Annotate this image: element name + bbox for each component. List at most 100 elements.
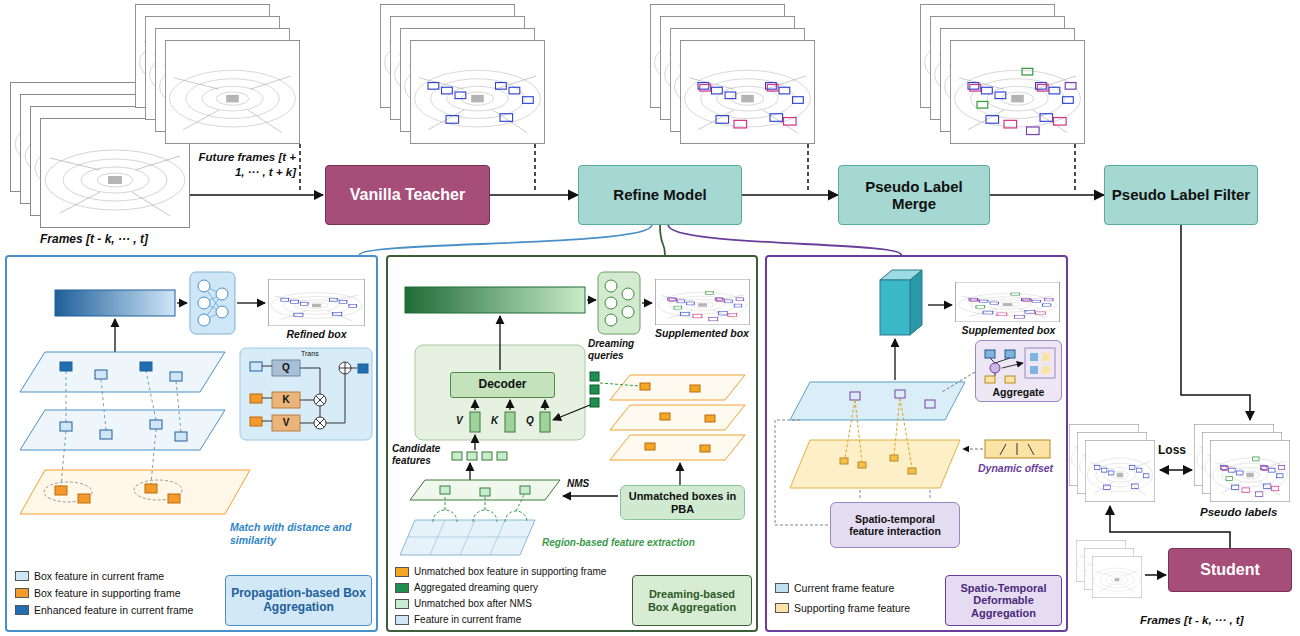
decor-shape bbox=[470, 412, 480, 432]
decor-shape bbox=[850, 390, 935, 408]
input-caption: Future frames [t + 1, ··· , t + k] bbox=[196, 150, 296, 180]
decor-shape bbox=[985, 440, 1050, 458]
decor-shape bbox=[55, 290, 175, 316]
decor-shape bbox=[262, 366, 272, 367]
future-frames-stack bbox=[135, 4, 299, 143]
teacher-output-stack bbox=[380, 4, 544, 143]
module-panel: Spatio-Temporal Deformable AggregationAg… bbox=[765, 255, 1068, 632]
decor-shape bbox=[408, 537, 528, 538]
decor-shape bbox=[925, 400, 935, 408]
legend-row: Enhanced feature in current frame bbox=[15, 604, 193, 616]
decor-shape bbox=[642, 302, 652, 303]
decor-shape bbox=[101, 379, 106, 430]
decor-shape bbox=[858, 462, 866, 468]
decor-shape bbox=[316, 396, 324, 404]
node-label: Vanilla Teacher bbox=[350, 186, 465, 204]
decor-shape bbox=[985, 350, 995, 358]
output-caption: Supplemented box bbox=[955, 324, 1062, 337]
decor-shape bbox=[240, 348, 372, 440]
legend-text: Feature in current frame bbox=[414, 614, 521, 625]
decor-shape bbox=[440, 486, 450, 494]
stda-illustration bbox=[775, 270, 1062, 525]
decor-shape bbox=[469, 463, 470, 480]
node-label: Unmatched boxes in PBA bbox=[627, 490, 738, 515]
decor-shape bbox=[198, 280, 210, 292]
attention-label: K bbox=[491, 415, 503, 427]
connector bbox=[359, 225, 651, 255]
decor-shape bbox=[845, 398, 912, 468]
decor-shape bbox=[534, 144, 536, 193]
decor-shape bbox=[433, 510, 457, 522]
attention-label: Q bbox=[526, 415, 538, 427]
decor-shape bbox=[314, 394, 326, 406]
decor-shape bbox=[700, 445, 710, 452]
decor-shape bbox=[1017, 443, 1018, 455]
decor-shape bbox=[490, 520, 505, 555]
decor-shape bbox=[66, 371, 67, 422]
decor-shape bbox=[440, 486, 530, 496]
decor-shape bbox=[145, 484, 157, 493]
node-label: Spatio-temporal feature interaction bbox=[837, 513, 953, 537]
decor-shape bbox=[61, 431, 66, 486]
pseudo-label-stack bbox=[1194, 424, 1289, 501]
decor-shape bbox=[1025, 348, 1055, 378]
decor-shape bbox=[985, 376, 995, 383]
attention-label: V bbox=[272, 415, 300, 431]
decor-shape bbox=[807, 144, 809, 193]
decor-shape bbox=[1160, 469, 1192, 471]
decor-shape bbox=[605, 280, 634, 326]
decor-shape bbox=[474, 400, 475, 410]
decor-shape bbox=[467, 452, 477, 460]
decor-shape bbox=[955, 282, 1059, 322]
decor-shape bbox=[900, 398, 912, 468]
dba-illustration bbox=[400, 272, 750, 555]
decor-shape bbox=[237, 302, 265, 303]
legend-row: Unmatched box feature in supporting fram… bbox=[395, 566, 606, 577]
decor-shape bbox=[44, 482, 92, 502]
step-caption: Match with distance and similarity bbox=[230, 521, 370, 547]
decor-shape bbox=[660, 413, 670, 420]
student-input-stack bbox=[1076, 540, 1142, 598]
decor-shape bbox=[990, 363, 1000, 373]
decor-shape bbox=[880, 280, 910, 335]
decor-shape bbox=[890, 455, 898, 461]
process-box: Pseudo Label Filter bbox=[1104, 165, 1258, 225]
panel-heading: Propagation-based Box Aggregation bbox=[225, 575, 372, 626]
decor-shape bbox=[1028, 444, 1034, 455]
decor-shape bbox=[790, 382, 965, 420]
decor-shape bbox=[590, 398, 599, 407]
decor-shape bbox=[1000, 443, 1034, 455]
decor-shape bbox=[1042, 353, 1050, 361]
decor-shape bbox=[20, 470, 250, 514]
step-caption: Dynamic offset bbox=[978, 462, 1053, 475]
decor-shape bbox=[1092, 556, 1142, 598]
decor-shape bbox=[175, 432, 187, 441]
decor-shape bbox=[272, 415, 300, 431]
decor-shape bbox=[452, 452, 507, 460]
decor-shape bbox=[790, 440, 960, 488]
connector bbox=[490, 194, 578, 196]
decor-shape bbox=[840, 458, 848, 464]
decor-shape bbox=[177, 302, 187, 303]
legend-swatch bbox=[395, 615, 409, 625]
decor-shape bbox=[705, 415, 715, 422]
decor-shape bbox=[358, 364, 368, 373]
decor-shape bbox=[445, 495, 446, 510]
decor-shape bbox=[190, 272, 235, 334]
legend-text: Unmatched box feature in supporting fram… bbox=[414, 566, 606, 577]
decor-shape bbox=[262, 421, 272, 422]
pba-illustration bbox=[20, 272, 372, 514]
loss-label: Loss bbox=[1158, 443, 1186, 457]
decor-shape bbox=[250, 417, 262, 426]
decor-shape bbox=[1085, 440, 1155, 501]
decor-shape bbox=[1030, 353, 1038, 361]
decor-shape bbox=[78, 494, 90, 503]
process-box: Unmatched boxes in PBA bbox=[620, 485, 745, 520]
decor-shape bbox=[262, 398, 272, 399]
decor-shape bbox=[250, 394, 262, 403]
decor-shape bbox=[1030, 366, 1038, 374]
decor-shape bbox=[509, 400, 510, 410]
transpose-label: Trans bbox=[301, 350, 319, 358]
decor-shape bbox=[150, 420, 162, 429]
decor-shape bbox=[680, 40, 814, 143]
